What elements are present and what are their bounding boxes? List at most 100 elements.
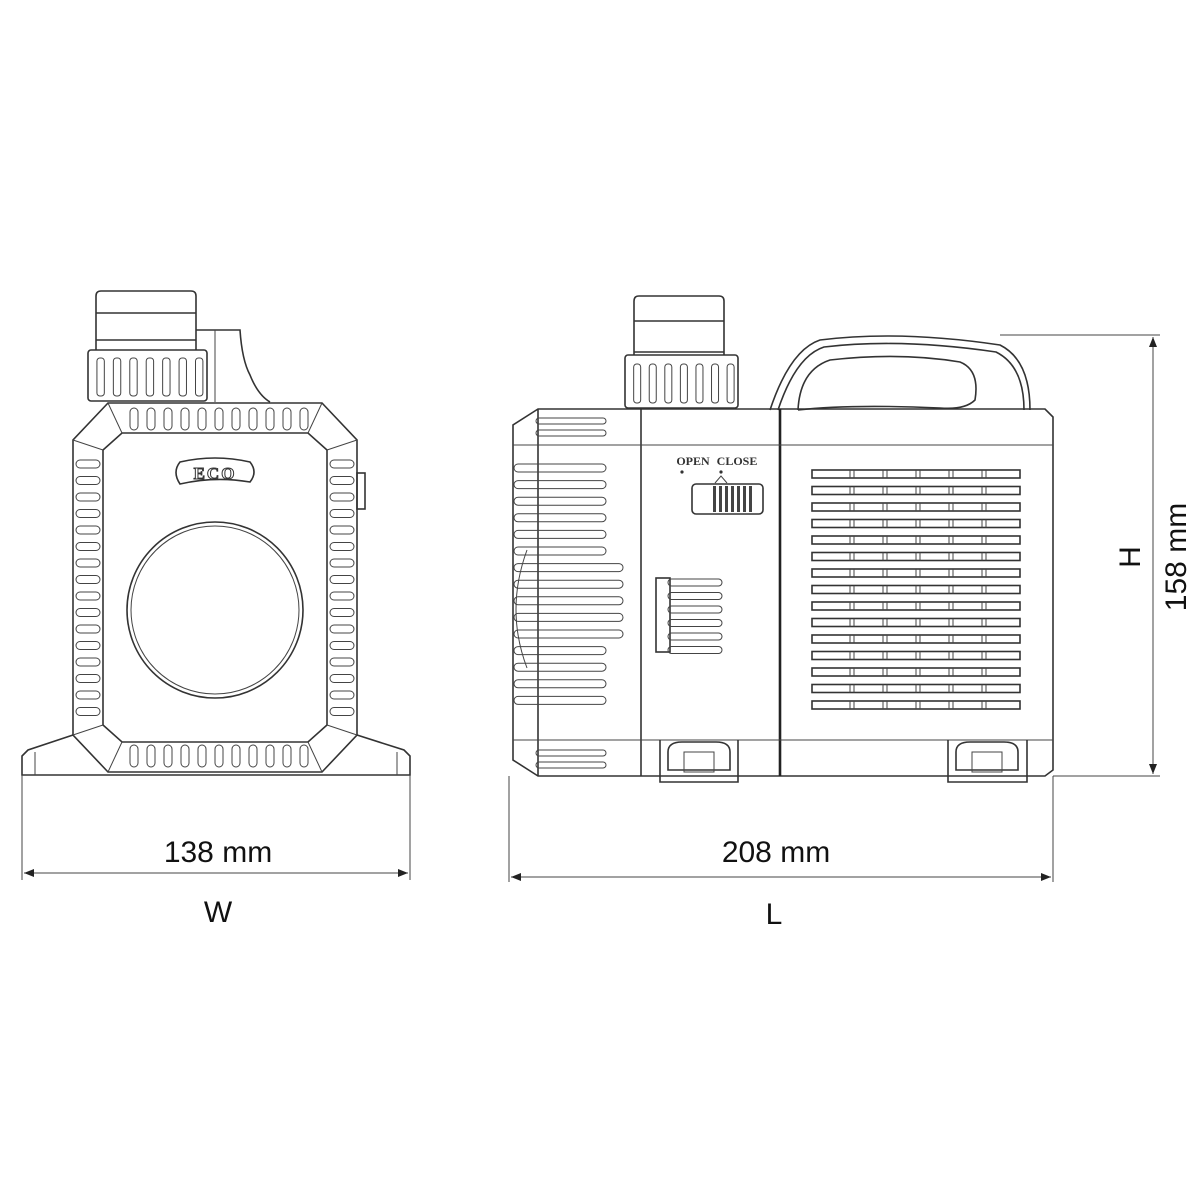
fin	[513, 695, 607, 705]
threaded-collar	[87, 349, 208, 402]
vent-slot-bottom	[146, 744, 156, 768]
vent-slot	[667, 578, 723, 587]
fin	[513, 646, 607, 656]
eco-badge: ECO	[175, 457, 255, 485]
foot-rear	[947, 740, 1028, 783]
vent-slot-left	[75, 624, 101, 634]
fin	[513, 596, 624, 606]
collar-ridge	[664, 363, 673, 404]
vent-slot-top	[248, 407, 258, 431]
vent-slot-bottom	[180, 744, 190, 768]
width-label: W	[204, 896, 233, 929]
vent-slot-right	[329, 459, 355, 469]
vent-slot-top	[180, 407, 190, 431]
grip-ridge	[719, 486, 722, 512]
vent-slot-right	[329, 509, 355, 518]
collar-ridge	[195, 357, 204, 397]
vent-slot	[667, 619, 723, 627]
fin	[513, 463, 607, 473]
vent-slot-left	[75, 476, 101, 485]
vent-slot-left	[75, 509, 101, 518]
vent-slot-right	[329, 657, 355, 667]
front-view: ECO 138 mm W	[21, 290, 411, 929]
vent-slot-bottom	[214, 744, 224, 768]
fin	[513, 546, 607, 556]
vent-slot-right	[329, 641, 355, 650]
fin	[535, 429, 607, 437]
collar-ridge	[96, 357, 105, 397]
vent-slot-left	[75, 707, 101, 716]
vent-slot	[667, 605, 723, 614]
vent-slot-top	[282, 407, 292, 431]
vent-slot-right	[329, 624, 355, 634]
vent-slot	[667, 632, 723, 641]
fin	[513, 480, 607, 490]
collar-ridge	[633, 363, 642, 404]
grip-ridge	[731, 486, 734, 512]
side-threaded-collar	[624, 354, 739, 409]
vent-slot-bottom	[163, 744, 173, 768]
outlet-cap	[95, 290, 197, 350]
vent-slot-top	[265, 407, 275, 431]
carry-handle	[769, 335, 1031, 411]
vent-slot-left	[75, 525, 101, 535]
side-view: OPEN CLOSE 208 mm	[508, 295, 1193, 931]
vent-slot-right	[329, 525, 355, 535]
vent-slot	[667, 592, 723, 600]
motor-grille	[811, 469, 1021, 710]
vent-slot-right	[329, 591, 355, 601]
mounting-feet	[659, 740, 1028, 783]
vent-slot-left	[75, 690, 101, 700]
vent-slot-right	[329, 690, 355, 700]
inlet-arc	[515, 549, 528, 669]
fin	[513, 679, 607, 689]
grip-ridge	[749, 486, 752, 512]
foot-front	[659, 740, 739, 783]
valve-control: OPEN CLOSE	[676, 454, 764, 515]
vent-slot-left	[75, 657, 101, 667]
height-label: H	[1114, 546, 1147, 568]
side-switch	[356, 472, 366, 510]
vent-slot-right	[329, 492, 355, 502]
collar-ridge	[162, 357, 171, 397]
collar-ridge	[648, 363, 657, 404]
vent-slot-bottom	[197, 744, 207, 768]
collar-ridge	[112, 357, 122, 397]
fin	[513, 612, 624, 622]
valve-dial[interactable]	[691, 483, 764, 515]
vent-slot-right	[329, 558, 355, 568]
side-outlet-cap	[633, 295, 725, 355]
vent-slot-left	[75, 492, 101, 502]
side-body-outline	[512, 408, 1054, 777]
height-dimension: H 158 mm	[1000, 334, 1193, 777]
width-value: 138 mm	[164, 836, 272, 869]
side-fins	[513, 417, 624, 769]
grip-ridge	[725, 486, 728, 512]
grip-ridge	[743, 486, 746, 512]
front-vent-slots	[75, 407, 355, 768]
valve-open-label: OPEN	[676, 454, 710, 468]
vent-slot-left	[75, 558, 101, 568]
height-value: 158 mm	[1160, 503, 1193, 611]
vent-slot-bottom	[282, 744, 292, 768]
vent-slot	[667, 646, 723, 654]
fin	[535, 761, 607, 769]
collar-ridge	[145, 357, 155, 397]
vent-slot-left	[75, 608, 101, 617]
collar-ridge	[679, 363, 688, 404]
mid-vent-slots	[667, 578, 723, 654]
vent-slot-top	[163, 407, 173, 431]
vent-slot-bottom	[129, 744, 139, 768]
vent-slot-bottom	[231, 744, 241, 768]
vent-slot-right	[329, 476, 355, 485]
vent-slot-right	[329, 674, 355, 683]
vent-slot-left	[75, 591, 101, 601]
valve-close-label: CLOSE	[717, 454, 758, 468]
collar-ridge	[129, 357, 138, 397]
length-value: 208 mm	[722, 836, 830, 869]
fin	[513, 563, 624, 573]
vent-slot-bottom	[265, 744, 275, 768]
vent-slot-right	[329, 542, 355, 551]
